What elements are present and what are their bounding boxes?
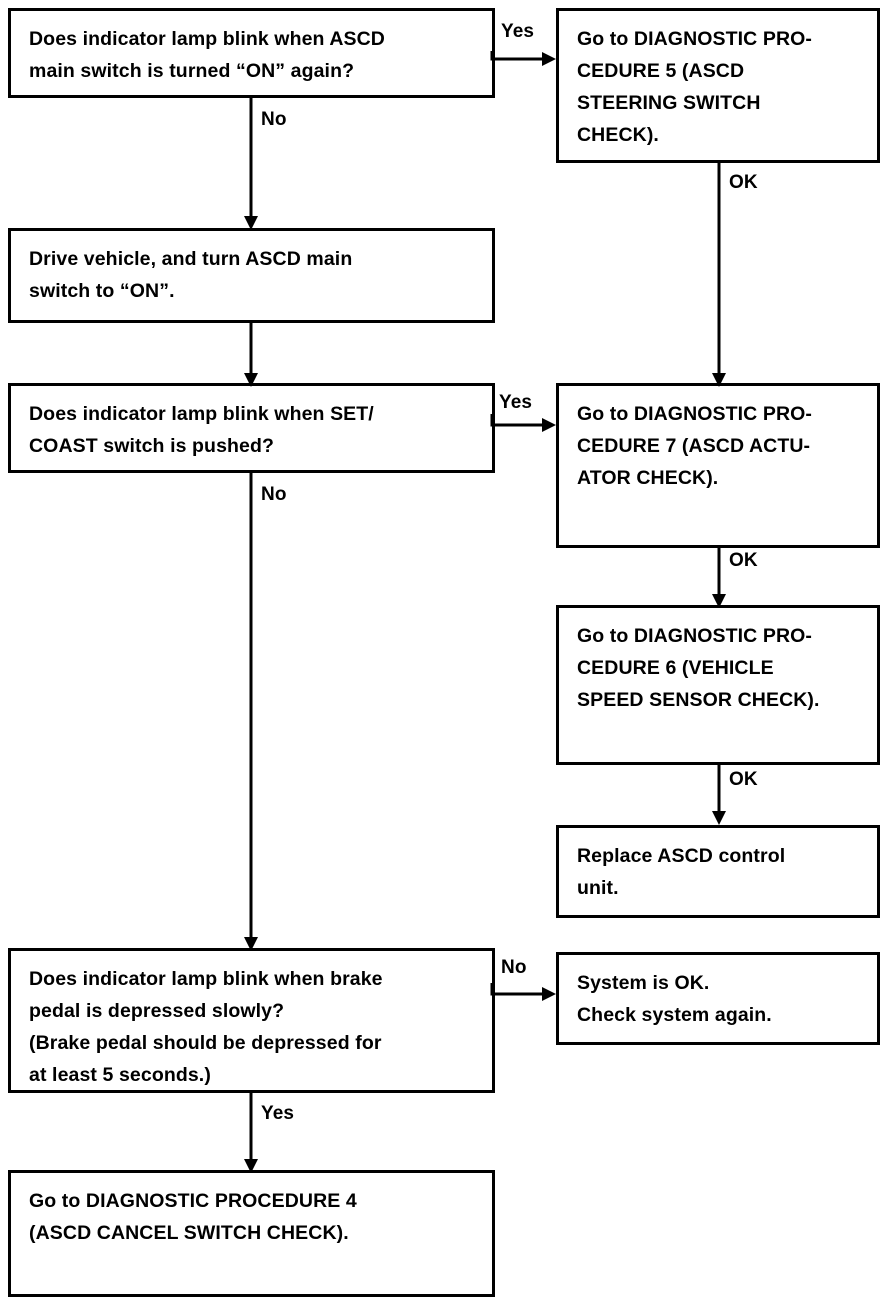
node-proc5[interactable]: Go to DIAGNOSTIC PRO- CEDURE 5 (ASCD STE… (556, 8, 880, 163)
node-q-main-switch-label: Does indicator lamp blink when ASCD main… (29, 28, 385, 82)
edge-label-ok-proc7: OK (729, 550, 758, 571)
node-proc6[interactable]: Go to DIAGNOSTIC PRO- CEDURE 6 (VEHICLE … (556, 605, 880, 765)
connector-proc5-to-proc7 (710, 161, 728, 389)
edge-label-ok-proc5: OK (729, 172, 758, 193)
node-proc4-label: Go to DIAGNOSTIC PROCEDURE 4 (ASCD CANCE… (29, 1190, 357, 1244)
node-replace-unit-label: Replace ASCD control unit. (577, 845, 786, 899)
node-q-set-coast-label: Does indicator lamp blink when SET/ COAS… (29, 403, 374, 457)
edge-label-yes-set-coast: Yes (499, 392, 533, 413)
edge-label-yes-brake: Yes (261, 1103, 295, 1124)
node-proc6-label: Go to DIAGNOSTIC PRO- CEDURE 6 (VEHICLE … (577, 625, 820, 711)
node-q-brake-pedal-label: Does indicator lamp blink when brake ped… (29, 968, 383, 1086)
node-system-ok-label: System is OK. Check system again. (577, 972, 772, 1026)
edge-label-yes-main-switch: Yes (501, 21, 535, 42)
connector-proc6-to-replace (710, 763, 728, 827)
node-proc5-label: Go to DIAGNOSTIC PRO- CEDURE 5 (ASCD STE… (577, 28, 813, 146)
edge-label-ok-proc6: OK (729, 769, 758, 790)
node-proc7[interactable]: Go to DIAGNOSTIC PRO- CEDURE 7 (ASCD ACT… (556, 383, 880, 548)
node-drive-vehicle[interactable]: Drive vehicle, and turn ASCD main switch… (8, 228, 495, 323)
connector-set-coast-to-brake (242, 471, 260, 953)
node-proc7-label: Go to DIAGNOSTIC PRO- CEDURE 7 (ASCD ACT… (577, 403, 813, 489)
node-drive-vehicle-label: Drive vehicle, and turn ASCD main switch… (29, 248, 353, 302)
connector-main-switch-to-drive (242, 96, 260, 232)
node-q-main-switch[interactable]: Does indicator lamp blink when ASCD main… (8, 8, 495, 98)
edge-label-no-brake: No (501, 957, 527, 978)
connector-brake-to-proc4 (242, 1091, 260, 1175)
node-q-set-coast[interactable]: Does indicator lamp blink when SET/ COAS… (8, 383, 495, 473)
connector-set-coast-to-proc7 (489, 414, 561, 436)
connector-brake-to-system-ok (489, 983, 561, 1005)
connector-proc7-to-proc6 (710, 546, 728, 610)
connector-main-switch-to-proc5 (489, 48, 561, 70)
node-system-ok[interactable]: System is OK. Check system again. (556, 952, 880, 1045)
edge-label-no-set-coast: No (261, 484, 287, 505)
connector-drive-to-set-coast (242, 321, 260, 389)
edge-label-no-main-switch: No (261, 109, 287, 130)
node-proc4[interactable]: Go to DIAGNOSTIC PROCEDURE 4 (ASCD CANCE… (8, 1170, 495, 1297)
node-q-brake-pedal[interactable]: Does indicator lamp blink when brake ped… (8, 948, 495, 1093)
node-replace-unit[interactable]: Replace ASCD control unit. (556, 825, 880, 918)
